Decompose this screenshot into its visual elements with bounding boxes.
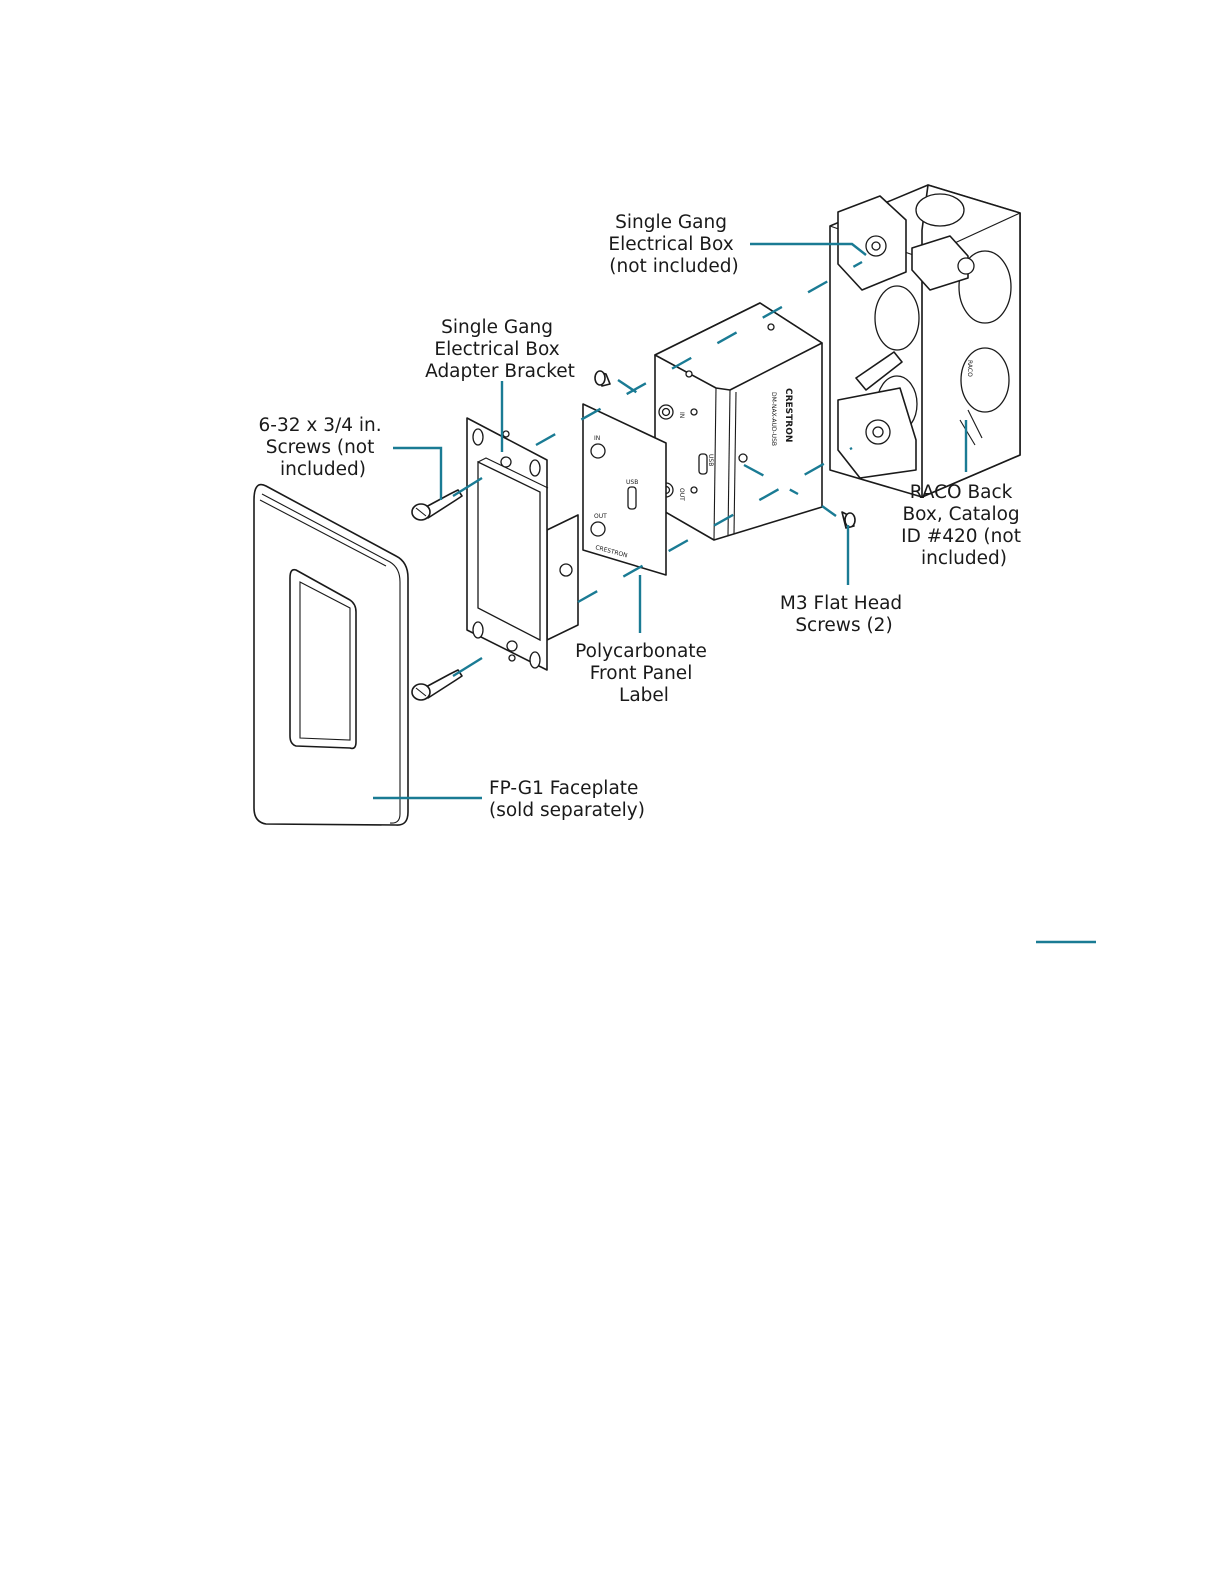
panel-out-marking: OUT [594,513,607,520]
callout-electrical-box: Single Gang Electrical Box (not included… [608,212,739,277]
device-in-marking: IN [678,412,685,418]
fp-g1-faceplate [253,483,409,826]
device-side-brand: CRESTRON [783,388,793,442]
panel-usb-marking: USB [626,479,638,486]
leader-lines [373,242,1096,944]
screw-632-top-icon [411,489,463,521]
alignment-dashes [535,260,863,604]
m3-screw-bottom-icon [841,511,856,529]
device-side-model: DM-NAX-AUD-USB [770,392,777,446]
callout-faceplate: FP-G1 Faceplate (sold separately) [489,778,645,821]
callout-632-screws: 6-32 x 3/4 in. Screws (not included) [259,415,388,480]
panel-in-marking: IN [594,435,600,442]
svg-text:RACO: RACO [966,360,973,377]
dm-nax-aud-usb-device: IN USB OUT CRESTRON DM-NAX-AUD-USB [654,302,823,541]
adapter-bracket [466,417,579,671]
callout-raco-back-box: RACO Back Box, Catalog ID #420 (not incl… [901,482,1027,569]
polycarbonate-front-panel-label: IN USB OUT CRESTRON [582,403,667,576]
callout-m3-screws: M3 Flat Head Screws (2) [780,593,908,636]
screw-632-bottom-icon [411,669,463,701]
raco-back-box: RACO [829,184,1021,498]
device-out-marking: OUT [678,488,685,501]
device-usb-marking: USB [707,454,714,466]
m3-screw-top-icon [594,370,611,387]
callout-front-panel-label: Polycarbonate Front Panel Label [575,641,713,706]
callout-adapter-bracket: Single Gang Electrical Box Adapter Brack… [425,317,575,382]
